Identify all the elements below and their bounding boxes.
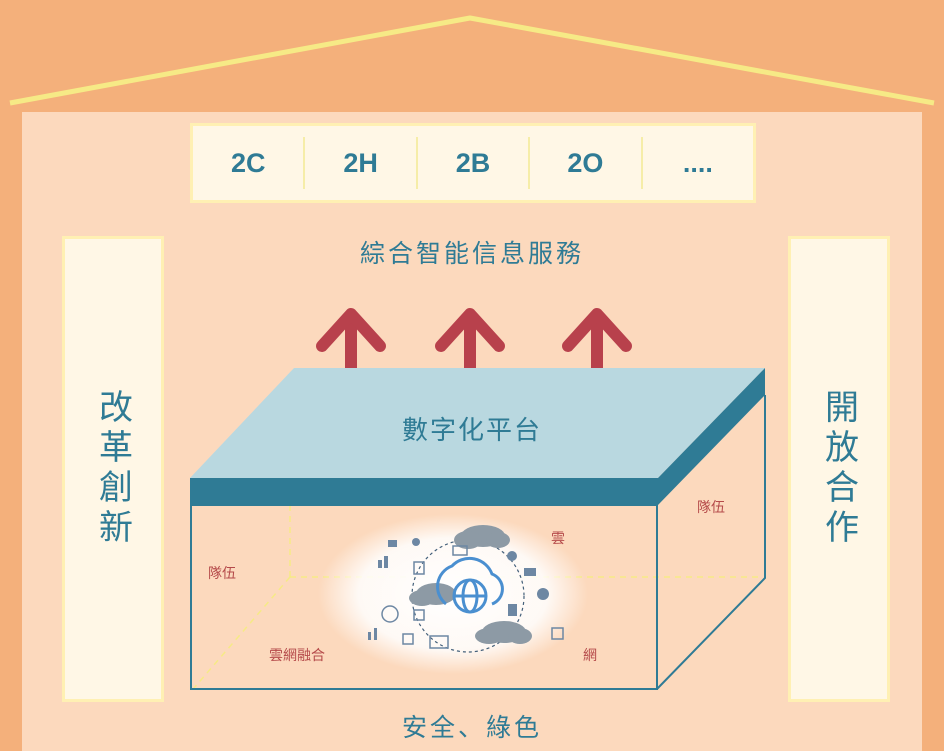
- device-icons: [368, 538, 564, 649]
- service-2h: 2H: [343, 147, 378, 178]
- service-more: ....: [682, 147, 713, 178]
- divider: [640, 137, 643, 189]
- globe-cloud-icon: [436, 556, 504, 614]
- service-2c: 2C: [230, 147, 266, 178]
- divider: [303, 137, 306, 189]
- label-cloud: 雲: [551, 531, 565, 547]
- divider: [528, 137, 531, 189]
- label-network: 網: [583, 648, 597, 664]
- label-team-right: 隊伍: [697, 500, 725, 516]
- label-cloud-network-fusion: 雲網融合: [269, 648, 325, 664]
- platform-title: 數字化平台: [401, 416, 542, 446]
- divider: [415, 137, 418, 189]
- cloud-icon: [454, 525, 510, 549]
- service-2o: 2O: [567, 147, 604, 178]
- cloud-network-illustration: [318, 514, 588, 674]
- label-team-left: 隊伍: [208, 566, 236, 582]
- integrated-service-title: 綜合智能信息服務: [359, 239, 584, 268]
- cloud-icon: [409, 583, 456, 606]
- left-pillar: 改革創新: [62, 236, 164, 702]
- right-pillar: 開放合作: [788, 236, 890, 702]
- left-pillar-text: 改革創新: [92, 389, 133, 549]
- cloud-icon: [475, 621, 532, 644]
- service-2b: 2B: [455, 147, 491, 178]
- services-bar: 2C 2H 2B 2O ....: [190, 123, 756, 203]
- foundation-title: 安全、綠色: [401, 713, 542, 742]
- right-pillar-text: 開放合作: [818, 389, 859, 549]
- roof: [9, 15, 935, 106]
